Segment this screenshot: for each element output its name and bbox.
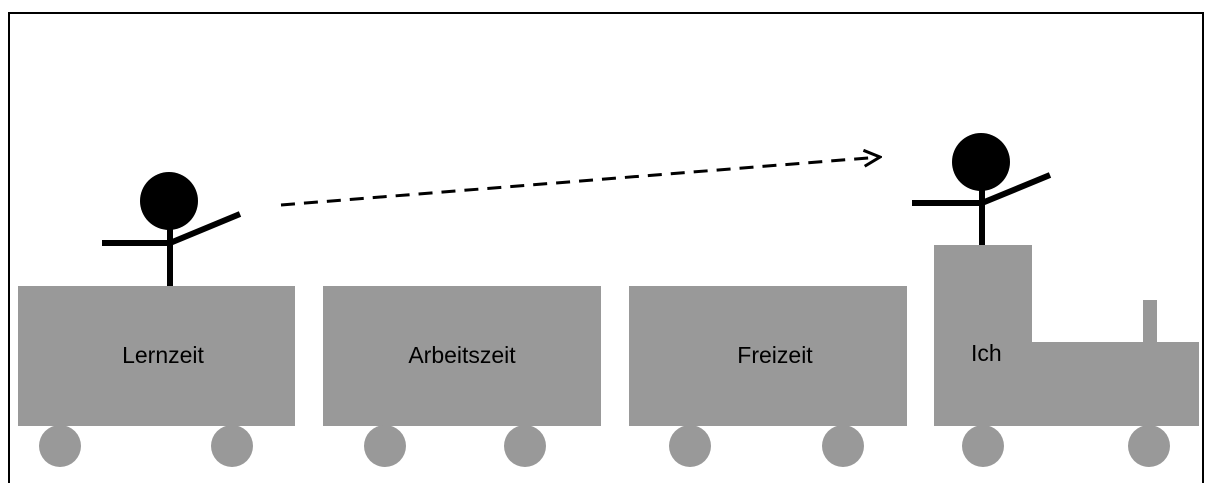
diagram-frame [8,12,1204,483]
wheel [962,425,1004,467]
wagon-arbeitszeit: Arbeitszeit [323,286,601,467]
dashed-arrow [280,157,880,207]
wheel [211,425,253,467]
wheel [364,425,406,467]
wagon-body [18,286,295,426]
wheel [39,425,81,467]
wheel [669,425,711,467]
wagon-label: Arbeitszeit [408,342,516,368]
wagon-lernzeit: Lernzeit [18,286,295,467]
stick-figure-start [102,172,242,286]
wagon-label: Lernzeit [122,342,204,368]
figure-right-arm [980,172,1052,206]
wagon-body [629,286,907,426]
figure-head [952,133,1010,191]
wagon-body [323,286,601,426]
figure-head [140,172,198,230]
wagon-freizeit: Freizeit [629,286,907,467]
wagon-label: Freizeit [737,342,813,368]
wheel [822,425,864,467]
figure-right-arm [168,211,242,246]
wheel [504,425,546,467]
locomotive-ich: Ich [934,245,1199,467]
stick-figure-end [912,133,1052,245]
locomotive-body [934,245,1199,426]
wheel [1128,425,1170,467]
locomotive-label: Ich [971,340,1002,366]
